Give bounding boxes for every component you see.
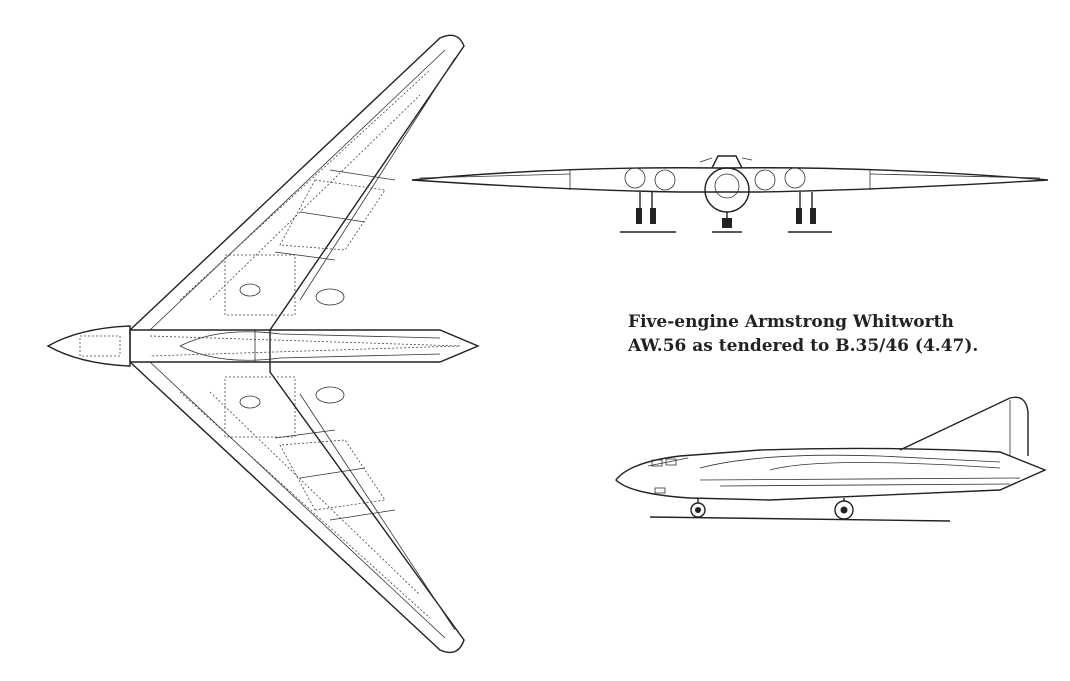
caption-line-1: Five-engine Armstrong Whitworth <box>628 312 954 332</box>
figure-caption: Five-engine Armstrong Whitworth AW.56 as… <box>628 310 1048 358</box>
front-view-drawing <box>411 155 1049 233</box>
caption-line-2: AW.56 as tendered to B.35/46 (4.47). <box>628 336 979 356</box>
plan-view-drawing <box>46 34 480 654</box>
side-view-drawing <box>615 396 1047 522</box>
